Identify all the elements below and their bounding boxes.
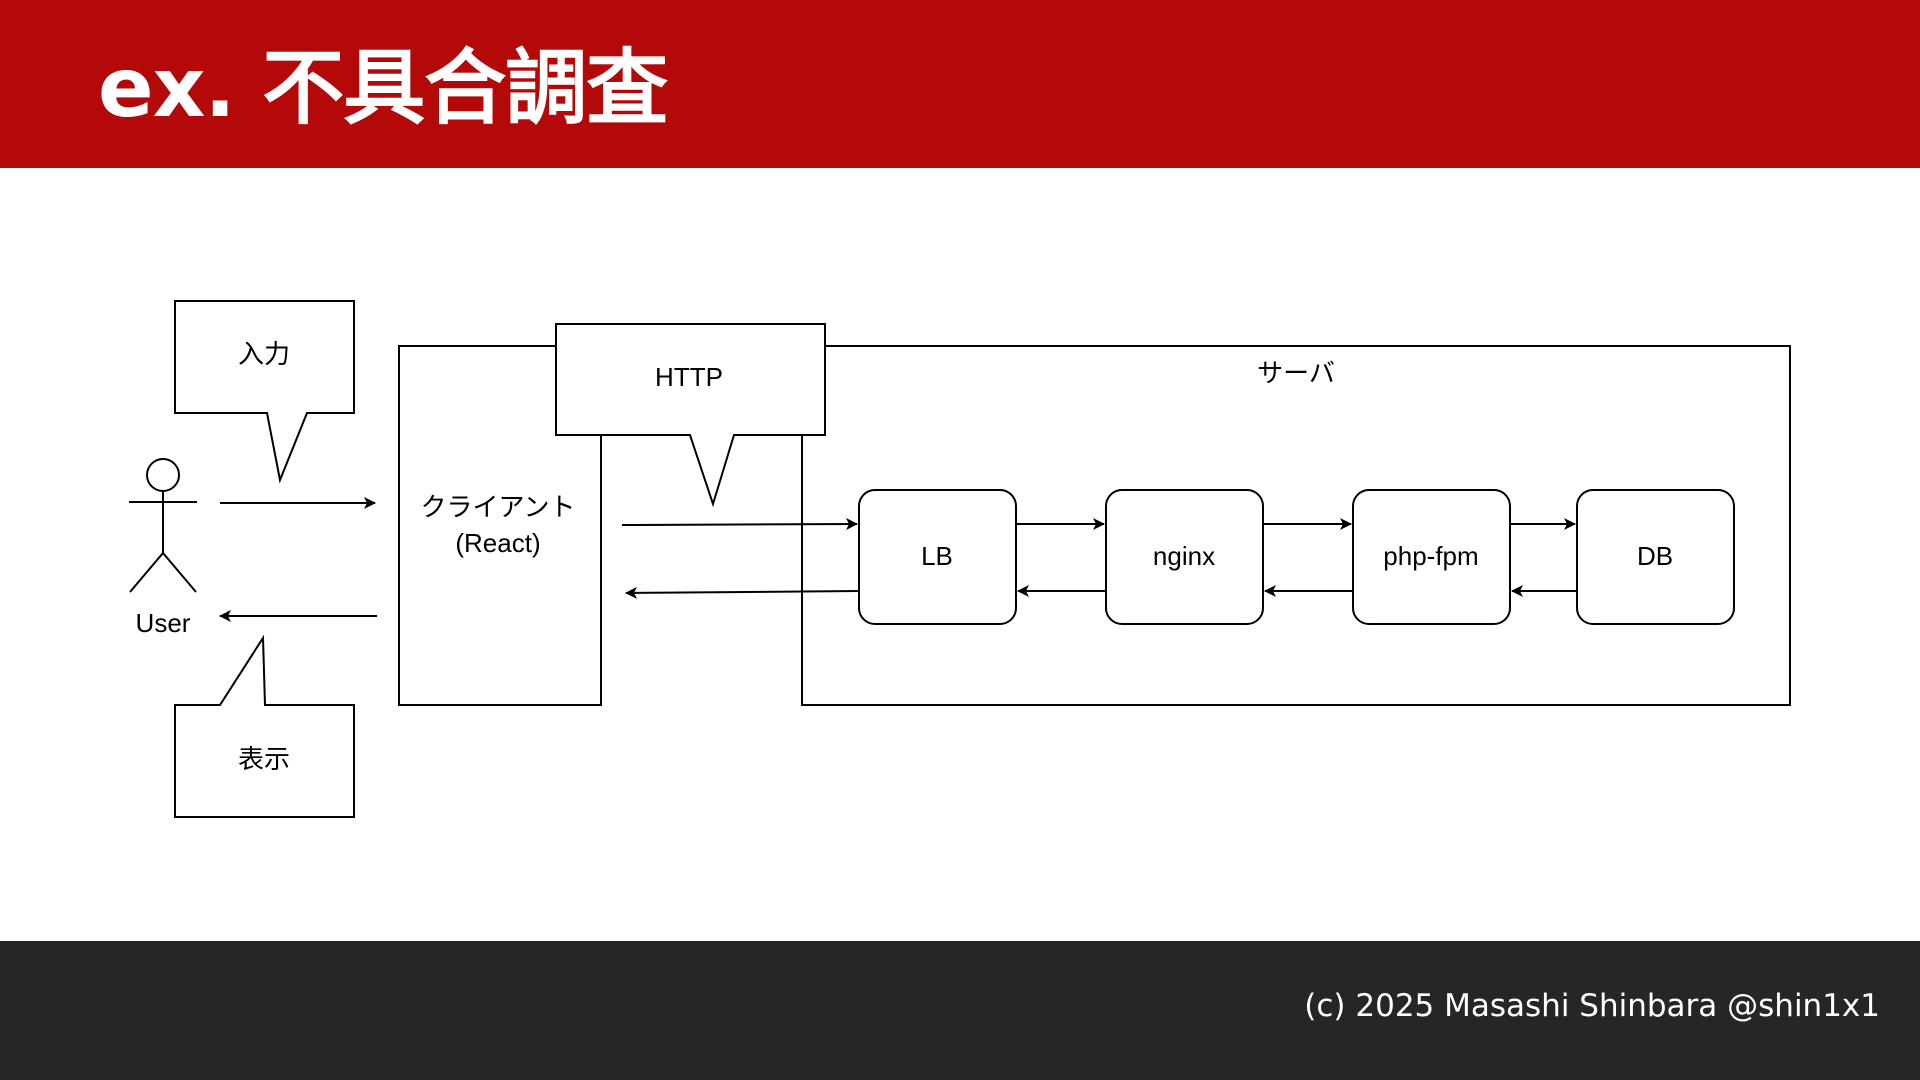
user-actor-icon — [129, 458, 197, 593]
client-label: クライアント — [421, 492, 576, 522]
slide-title: ex. 不具合調査 — [98, 41, 668, 136]
copyright-credit: (c) 2025 Masashi Shinbara @shin1x1 — [1304, 988, 1880, 1024]
client-sublabel: (React) — [455, 528, 540, 558]
input-callout-label: 入力 — [238, 339, 290, 369]
server-group-label: サーバ — [1257, 358, 1335, 388]
user-label: User — [136, 608, 191, 638]
node-db-label: DB — [1637, 541, 1673, 571]
arrow-lb-to-client — [625, 586, 859, 599]
node-php-fpm — [1352, 489, 1511, 625]
display-callout — [174, 634, 355, 818]
footer-bar: (c) 2025 Masashi Shinbara @shin1x1 — [0, 941, 1920, 1080]
arrow-client-to-lb — [621, 518, 858, 531]
input-callout — [174, 300, 355, 484]
node-lb-label: LB — [921, 541, 953, 571]
node-nginx-label: nginx — [1153, 541, 1215, 571]
node-lb — [858, 489, 1017, 625]
display-callout-label: 表示 — [238, 744, 290, 774]
title-bar: ex. 不具合調査 — [0, 0, 1920, 168]
http-callout — [555, 323, 826, 508]
node-nginx — [1105, 489, 1264, 625]
http-callout-label: HTTP — [655, 362, 723, 392]
node-php-fpm-label: php-fpm — [1383, 541, 1478, 571]
server-group-box — [801, 345, 1791, 706]
node-db — [1576, 489, 1735, 625]
